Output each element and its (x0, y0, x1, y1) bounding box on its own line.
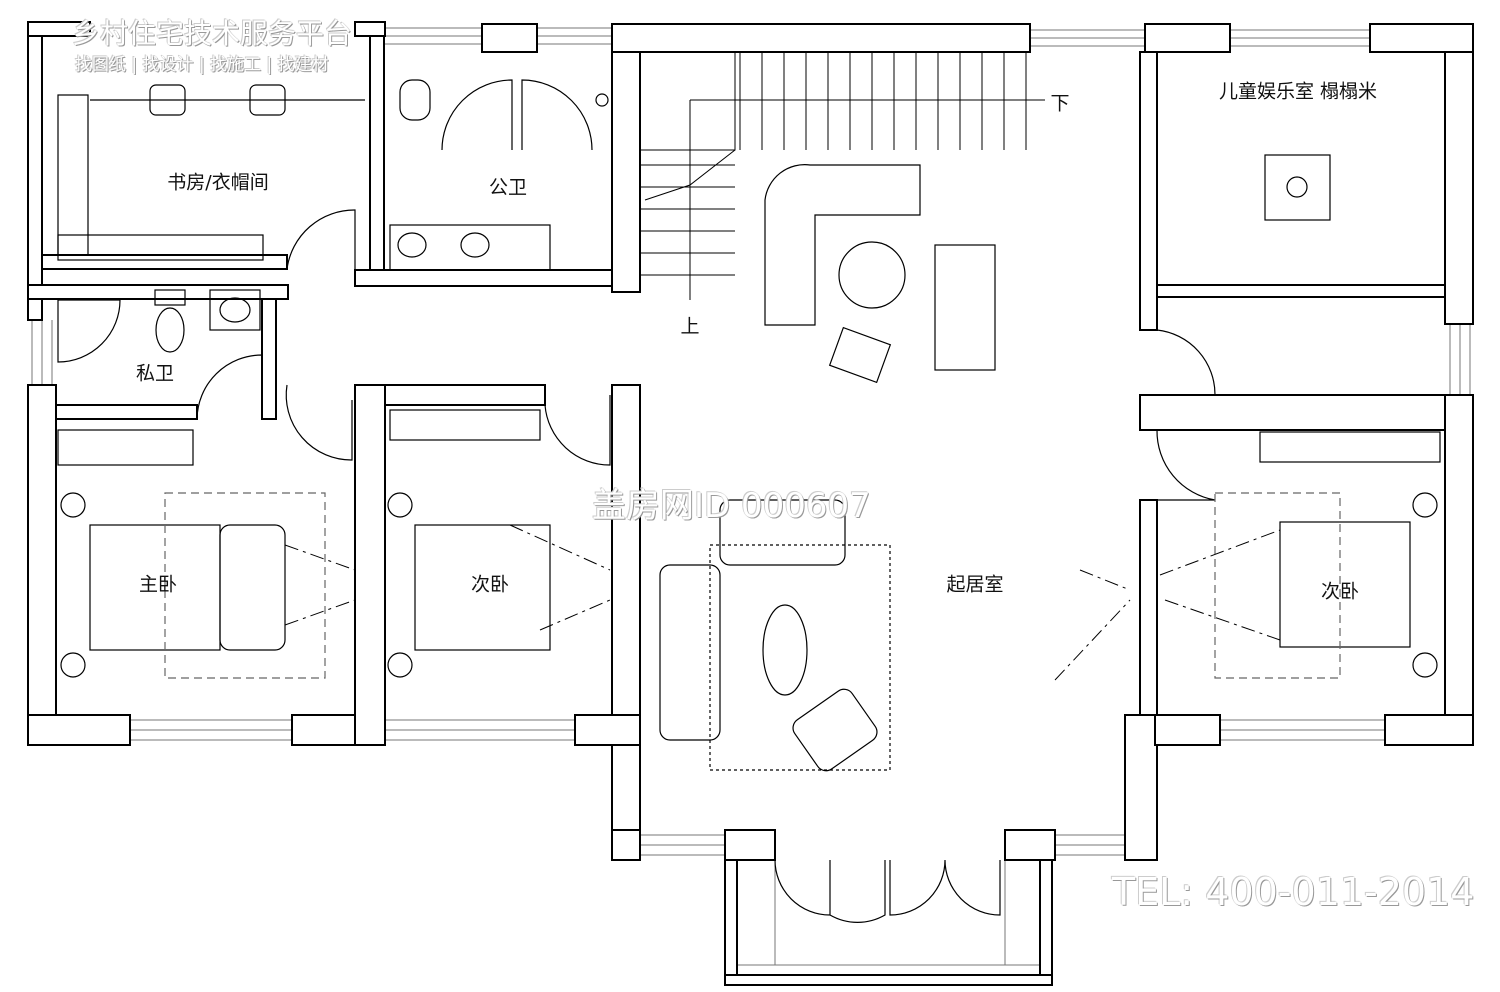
windows (31, 27, 1471, 976)
watermark-tel: TEL: 400-011-2014 (1112, 870, 1475, 914)
watermark-site-id: 盖房网ID 000607 (592, 486, 871, 526)
doors (196, 79, 1216, 923)
room-label-second-bedroom-right: 次卧 (1320, 580, 1360, 603)
walls (27, 21, 1474, 986)
stairs (640, 52, 1045, 300)
room-label-second-bedroom-left: 次卧 (470, 573, 510, 596)
stair-down-label: 下 (1050, 92, 1070, 115)
room-label-study: 书房/衣帽间 (167, 171, 269, 194)
room-label-master-bedroom: 主卧 (138, 573, 178, 596)
room-label-private-bath: 私卫 (135, 362, 175, 385)
room-label-kids-room: 儿童娱乐室 榻榻米 (1218, 80, 1378, 103)
tv-lines (284, 524, 1281, 681)
watermark-platform: 乡村住宅技术服务平台 (72, 17, 353, 50)
furniture (57, 79, 1441, 772)
room-label-living-room: 起居室 (946, 573, 1004, 596)
room-label-public-bath: 公卫 (488, 176, 528, 199)
stair-up-label: 上 (680, 315, 700, 338)
watermark-slogan: 找图纸 | 找设计 | 找施工 | 找建材 (75, 55, 329, 75)
